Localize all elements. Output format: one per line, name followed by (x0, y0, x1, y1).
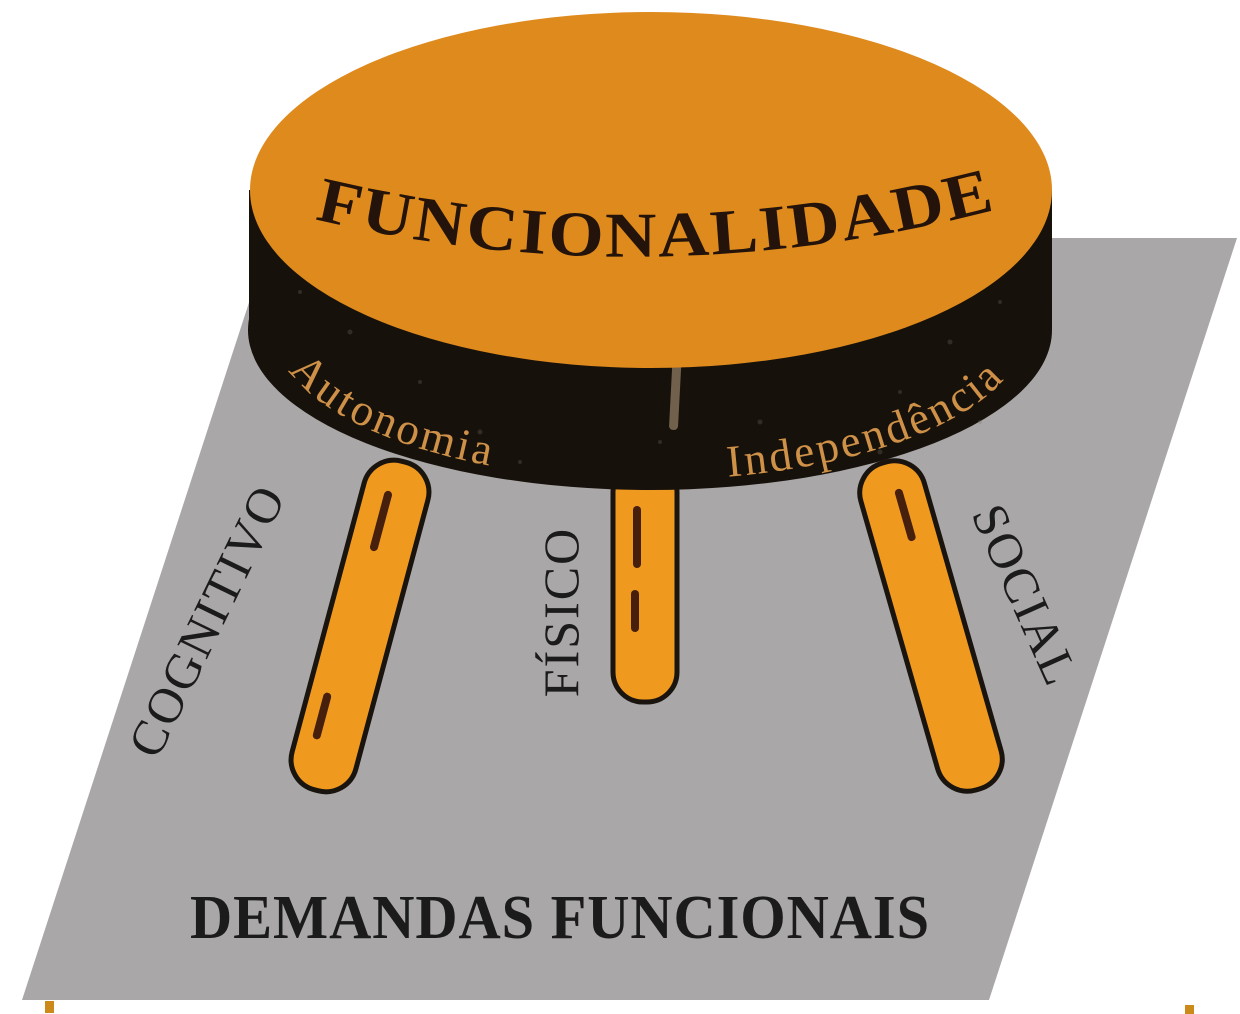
tick-bottom-left (45, 1001, 54, 1013)
leg-physical (610, 459, 680, 705)
grain-dash (894, 488, 916, 542)
leg-label-fisico: FÍSICO (533, 527, 589, 697)
grain-dash (312, 692, 332, 740)
grain-dash (370, 490, 392, 552)
tick-bottom-right (1185, 1005, 1194, 1014)
corner-ticks (45, 1001, 1194, 1014)
stool-seat (250, 12, 1052, 368)
floor-label: DEMANDAS FUNCIONAIS (190, 884, 930, 952)
leg-grain-dashes (312, 488, 916, 740)
leg-social (857, 458, 1005, 794)
grain-dash (631, 590, 639, 632)
grain-dash (633, 506, 641, 568)
